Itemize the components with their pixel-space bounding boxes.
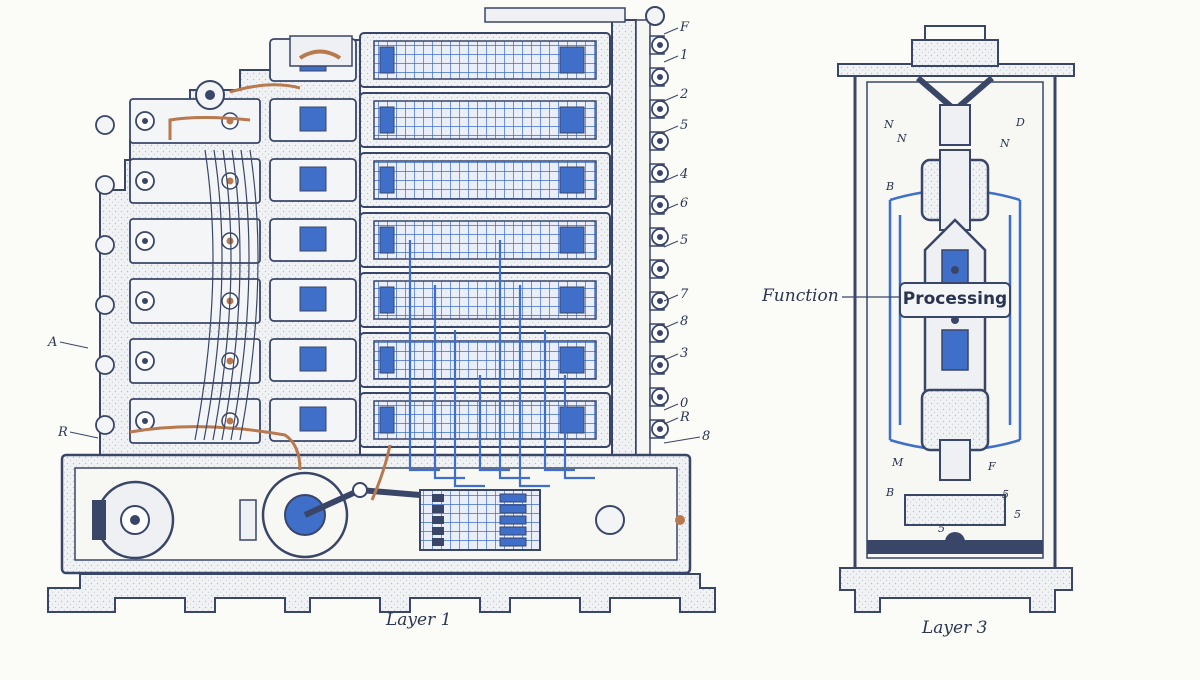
function-label: Function	[762, 286, 839, 306]
ref-label: 8	[680, 314, 689, 329]
module-row	[95, 152, 611, 208]
ref-label: 7	[680, 287, 689, 302]
ref-label: 6	[680, 196, 689, 211]
layer3-caption: Layer 3	[922, 618, 988, 638]
ref-label: 8	[702, 429, 711, 444]
crank-wheel	[261, 471, 349, 559]
ref-label: 4	[680, 167, 689, 182]
ref-label: F	[680, 20, 690, 35]
module-row	[95, 212, 611, 268]
ref-label: 5	[680, 233, 689, 248]
part-label: N	[1000, 137, 1010, 150]
ref-label: 2	[680, 87, 689, 102]
layer1-machine	[47, 6, 716, 613]
module-row	[95, 392, 611, 448]
layer1-caption: Layer 1	[386, 610, 452, 630]
module-row	[95, 332, 611, 388]
part-label: 5	[1014, 508, 1021, 521]
ref-label: 1	[680, 48, 689, 63]
part-label: 5	[1002, 488, 1009, 501]
processing-label: Processing	[902, 289, 1008, 309]
part-label: B	[886, 180, 895, 193]
part-label: N	[884, 118, 894, 131]
ref-label: 0	[680, 396, 689, 411]
ref-label: R	[680, 410, 690, 425]
right-rail	[611, 19, 637, 461]
part-label: B	[886, 486, 895, 499]
part-label: M	[892, 456, 904, 469]
layer3-machine	[837, 25, 1075, 613]
ref-label: A	[48, 335, 58, 350]
ref-label: 3	[680, 346, 689, 361]
part-label: 5	[938, 522, 945, 535]
module-row	[95, 92, 611, 148]
part-label: D	[1016, 116, 1025, 129]
module-row	[95, 272, 611, 328]
ref-label: R	[58, 425, 68, 440]
part-label: N	[897, 132, 907, 145]
base-feet	[47, 573, 716, 613]
ref-label: 5	[680, 118, 689, 133]
part-label: F	[988, 460, 996, 473]
